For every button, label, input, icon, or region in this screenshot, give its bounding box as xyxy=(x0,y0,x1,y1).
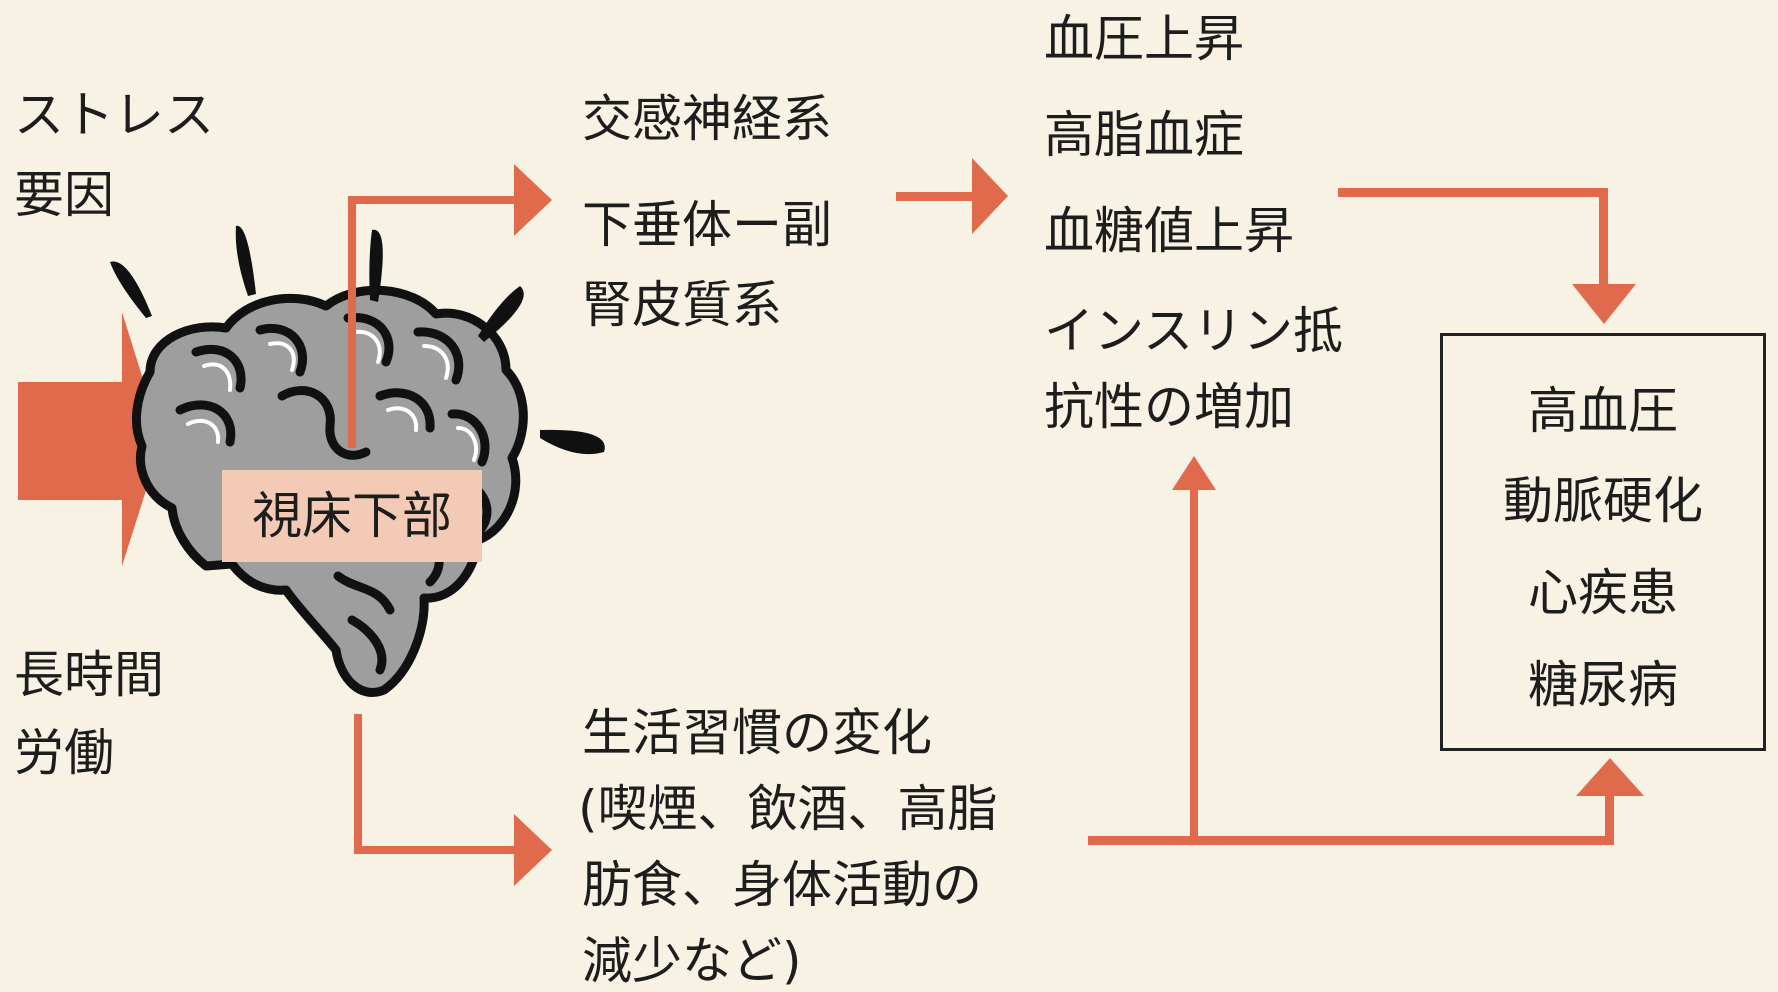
pathway-lifestyle-line3: 肪食、身体活動の xyxy=(582,856,982,914)
outcome-heart-disease: 心疾患 xyxy=(1528,564,1678,622)
effect-blood-pressure: 血圧上昇 xyxy=(1044,10,1244,68)
stress-mark xyxy=(540,429,605,455)
pathway-sympathetic: 交感神経系 xyxy=(582,90,832,148)
cause-overwork-line1: 長時間 xyxy=(14,646,164,704)
input-arrow xyxy=(18,312,162,566)
stress-mark xyxy=(110,261,152,318)
hypothalamus-label: 視床下部 xyxy=(222,470,482,562)
arrow-lifestyle-to-effects xyxy=(1172,456,1216,840)
cause-stress-line2: 要因 xyxy=(14,166,114,224)
stress-mark xyxy=(369,229,383,302)
effect-blood-glucose: 血糖値上昇 xyxy=(1044,202,1294,260)
arrow-lifestyle-to-outcomes xyxy=(1088,758,1644,845)
outcome-box: 高血圧 動脈硬化 心疾患 糖尿病 xyxy=(1440,333,1766,751)
outcome-diabetes: 糖尿病 xyxy=(1528,656,1678,714)
pathway-lifestyle-line1: 生活習慣の変化 xyxy=(582,704,932,762)
arrow-effects-to-outcomes xyxy=(1338,188,1636,324)
effect-insulin-line1: インスリン抵 xyxy=(1044,302,1343,360)
pathway-hpa-line1: 下垂体ー副 xyxy=(582,196,832,254)
stress-mark xyxy=(478,286,524,342)
stress-burst-lines xyxy=(110,225,605,455)
pathway-lifestyle-line2: (喫煙、飲酒、高脂 xyxy=(578,780,998,838)
arrow-to-lifestyle xyxy=(354,714,552,886)
outcome-hypertension: 高血圧 xyxy=(1528,382,1678,440)
cause-stress-line1: ストレス xyxy=(14,86,214,144)
effect-hyperlipidemia: 高脂血症 xyxy=(1044,106,1244,164)
stress-mark xyxy=(235,225,256,296)
outcome-arteriosclerosis: 動脈硬化 xyxy=(1503,472,1703,530)
arrow-to-hpa xyxy=(348,164,552,448)
pathway-hpa-line2: 腎皮質系 xyxy=(582,276,782,334)
arrow-to-effects xyxy=(896,158,1008,234)
effect-insulin-line2: 抗性の増加 xyxy=(1044,378,1294,436)
pathway-lifestyle-line4: 減少など) xyxy=(582,932,802,990)
cause-overwork-line2: 労働 xyxy=(14,724,114,782)
